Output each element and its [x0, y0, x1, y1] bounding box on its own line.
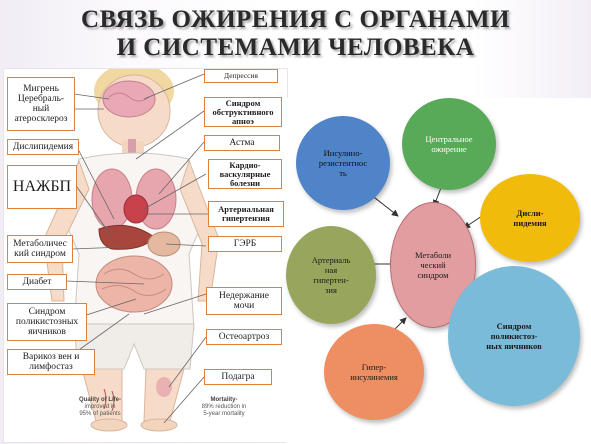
label-gerd: ГЭРБ — [208, 236, 282, 252]
label-dyslipidemia: Дислипидемия — [7, 139, 79, 155]
label-varicose: Варикоз вен и лимфостаз — [7, 349, 95, 375]
caption-mortality: Mortality- 89% reduction in 5-year morta… — [184, 397, 264, 418]
label-metabolic-syndrome: Метаболичес кий синдром — [7, 235, 73, 263]
label-hypertension: Артериальная гипертензия — [208, 201, 284, 227]
label-gout: Подагра — [204, 369, 272, 385]
node-dyslipidemia: Дисли- пидемия — [480, 174, 580, 262]
child-body-illustration — [43, 69, 220, 432]
caption-mortality-line3: 5-year mortality — [203, 411, 245, 417]
title-line-1: СВЯЗЬ ОЖИРЕНИЯ С ОРГАНАМИ — [81, 6, 510, 33]
label-asthma: Астма — [204, 135, 280, 151]
title-line-2: И СИСТЕМАМИ ЧЕЛОВЕКА — [116, 34, 475, 61]
node-insulin-resistance: Инсулино- резистентнос ть — [296, 116, 390, 210]
node-pcos: Синдром поликистоз- ных яичников — [448, 266, 580, 406]
caption-quality-line3: 95% of patients — [79, 411, 121, 417]
caption-quality-title: Quality of Life- — [79, 397, 121, 403]
label-osteoarthritis: Остеоартроз — [206, 329, 282, 345]
caption-mortality-title: Mortality- — [210, 397, 238, 403]
label-diabetes: Диабет — [7, 274, 67, 290]
label-nafld: НАЖБП — [7, 165, 77, 209]
caption-mortality-line2: 89% reduction in — [201, 404, 247, 410]
metabolic-syndrome-diagram: Инсулино- резистентнос ть Центральное ож… — [286, 98, 591, 444]
node-hyperinsulinemia: Гипер- инсулинемия — [324, 324, 424, 420]
label-migraine: Мигрень Церебраль- ный атеросклероз — [7, 77, 75, 131]
label-incontinence: Недержание мочи — [206, 287, 282, 315]
label-apnea: Синдром обструктивного апноэ — [204, 97, 282, 127]
label-cardiovascular: Кардио- васкулярные болезни — [208, 159, 282, 189]
node-central-obesity: Центральное ожирение — [402, 98, 496, 190]
label-depression: Депрессия — [204, 69, 278, 83]
node-hypertension: Артериаль ная гипертен- зия — [286, 226, 376, 324]
caption-quality-of-life: Quality of Life- improved in 95% of pati… — [60, 397, 140, 418]
label-pcos: Синдром поликистозных яичников — [7, 303, 87, 341]
obesity-organs-figure: Мигрень Церебраль- ный атеросклероз Дисл… — [3, 68, 288, 443]
caption-quality-line2: improved in — [84, 404, 116, 410]
